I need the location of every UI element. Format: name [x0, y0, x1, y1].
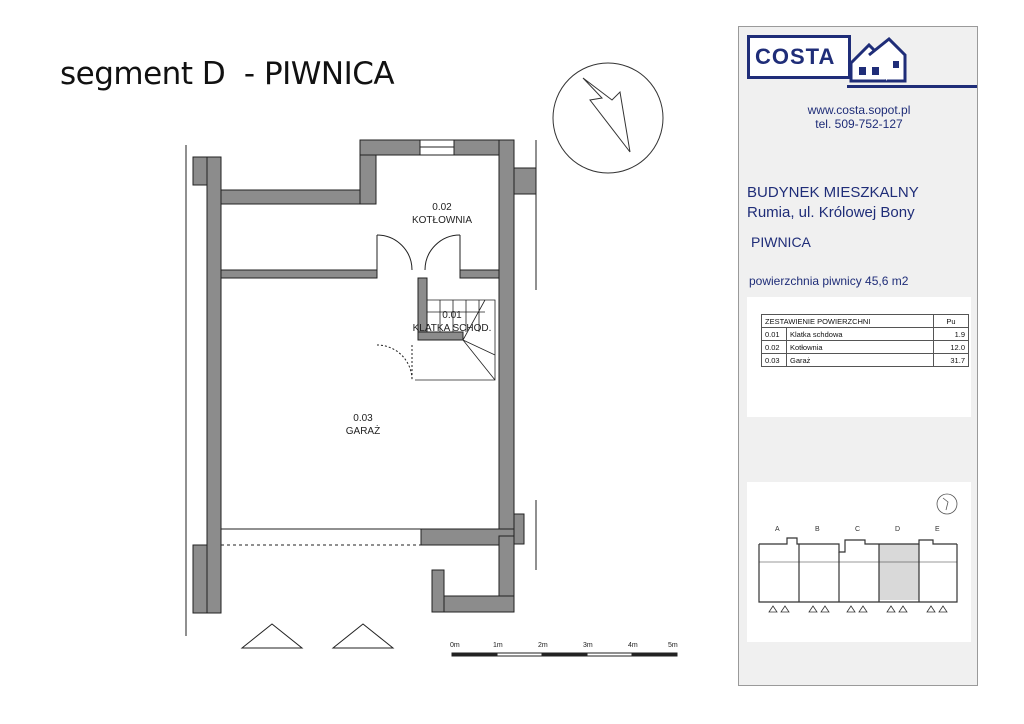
room-name: KOTŁOWNIA [411, 215, 472, 226]
scale-label: 5m [668, 642, 678, 649]
house-logo-icon [849, 36, 907, 83]
row-name: Klatka schdowa [786, 327, 934, 341]
room-number: 0.01 [442, 310, 462, 321]
row-name: Kotłownia [786, 340, 934, 354]
stairs [415, 299, 496, 381]
wall-bottom-ext-left [431, 569, 445, 613]
wall-partition-right [459, 269, 500, 279]
segment-label: D [895, 526, 901, 533]
room-name: GARAŻ [345, 426, 381, 437]
room-number: 0.02 [432, 202, 452, 213]
scale-label: 4m [628, 642, 638, 649]
table-area-header: Pu [933, 314, 969, 328]
phone: tel. 509-752-127 [815, 117, 903, 131]
info-panel: COSTA www.costa.sopot.pl tel. 509-752-12… [738, 26, 978, 686]
segments-minimap: A B C D E [747, 482, 971, 642]
wall-right [498, 139, 515, 537]
row-name: Garaż [786, 353, 934, 367]
wall-left [206, 156, 222, 614]
wall-right-ext-bottom [513, 513, 525, 545]
row-area: 1.9 [933, 327, 969, 341]
row-number: 0.02 [761, 340, 787, 354]
floor-area: powierzchnia piwnicy 45,6 m2 [749, 274, 909, 288]
row-number: 0.03 [761, 353, 787, 367]
scale-label: 0m [450, 642, 460, 649]
north-arrow-icon [552, 62, 664, 174]
triangle-left [240, 623, 304, 649]
wall-left-stub [192, 156, 208, 186]
table-row: 0.02 Kotłownia 12.0 [761, 340, 969, 354]
scale-label: 2m [538, 642, 548, 649]
segment-label: C [855, 526, 861, 533]
scale-label: 1m [493, 642, 503, 649]
wall-right-ext [513, 167, 537, 195]
segment-d-highlight [879, 544, 919, 600]
building-type: BUDYNEK MIESZKALNY [747, 184, 919, 201]
table-title: ZESTAWIENIE POWIERZCHNI [761, 314, 934, 328]
area-summary: ZESTAWIENIE POWIERZCHNI Pu 0.01 Klatka s… [747, 297, 971, 417]
table-row: 0.03 Garaż 31.7 [761, 353, 969, 367]
wall-left-stub-bottom [192, 544, 208, 614]
company-logo: COSTA [747, 35, 851, 79]
plan-lines [185, 139, 537, 649]
wall-top-left [220, 189, 364, 205]
table-header: ZESTAWIENIE POWIERZCHNI Pu [761, 314, 969, 328]
building-info: BUDYNEK MIESZKALNY Rumia, ul. Królowej B… [747, 183, 919, 223]
wall-stair-bottom [417, 331, 464, 341]
segment-label: B [815, 526, 820, 533]
building-address: Rumia, ul. Królowej Bony [747, 204, 915, 221]
room-label-garaz: 0.03 GARAŻ [308, 412, 418, 438]
wall-partition [220, 269, 378, 279]
triangle-right [331, 623, 395, 649]
page-title: segment D - PIWNICA [60, 56, 395, 92]
segment-label: A [775, 526, 780, 533]
segment-label: E [935, 526, 940, 533]
wall-top-mid [359, 139, 421, 156]
row-area: 12.0 [933, 340, 969, 354]
scale-label: 3m [583, 642, 593, 649]
logo-underline [847, 85, 977, 88]
website: www.costa.sopot.pl [807, 103, 911, 117]
logo-text: COSTA [755, 44, 836, 69]
scale-bar [451, 652, 678, 657]
plan-walls [192, 139, 537, 614]
room-name: KLATKA SCHOD. [412, 323, 492, 334]
floor-name: PIWNICA [751, 234, 811, 250]
row-area: 31.7 [933, 353, 969, 367]
room-label-kotlownia: 0.02 KOTŁOWNIA [387, 201, 497, 227]
room-number: 0.03 [353, 413, 373, 424]
row-number: 0.01 [761, 327, 787, 341]
scale-labels: 0m 1m 2m 3m 4m 5m [450, 642, 692, 652]
area-table: ZESTAWIENIE POWIERZCHNI Pu 0.01 Klatka s… [761, 314, 969, 367]
room-label-klatka: 0.01 KLATKA SCHOD. [397, 309, 507, 335]
north-arrow-small-icon [936, 493, 958, 515]
segments-plan [758, 493, 958, 613]
table-row: 0.01 Klatka schdowa 1.9 [761, 327, 969, 341]
